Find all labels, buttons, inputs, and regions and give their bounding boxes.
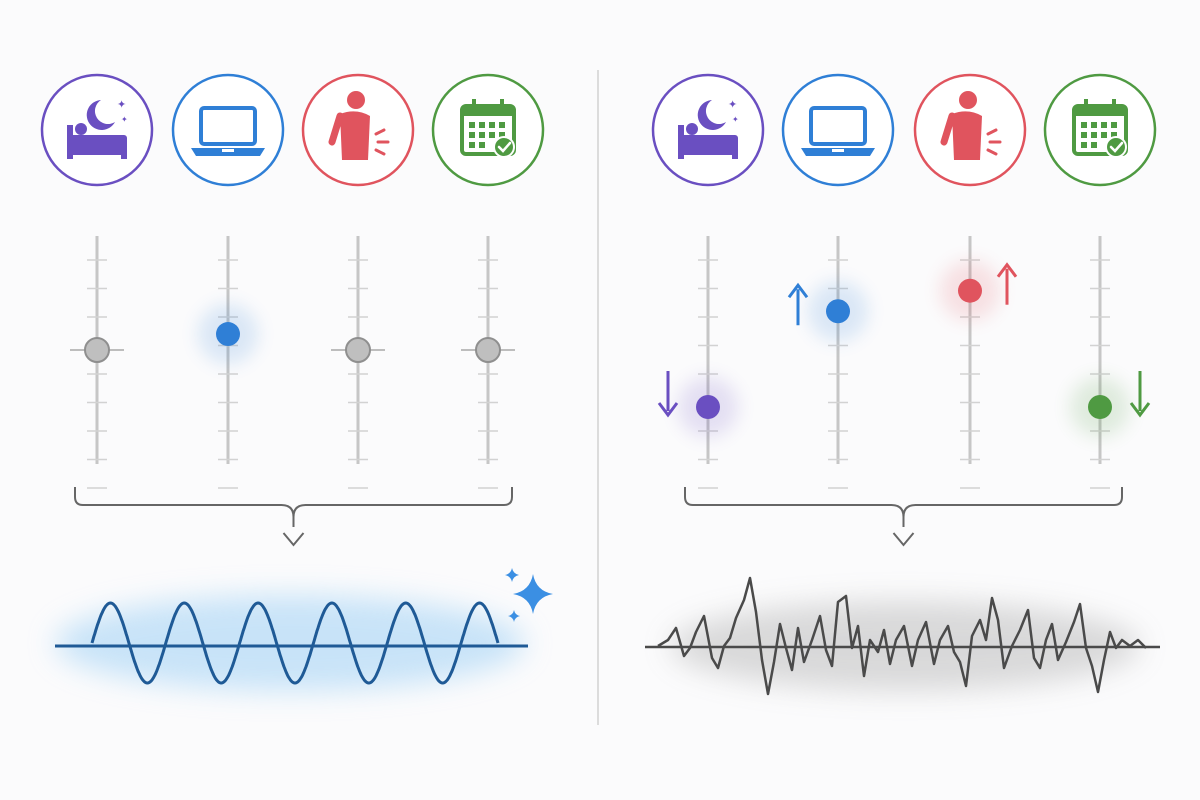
slider-sleep[interactable]: [657, 236, 738, 489]
arrow-down-icon: [892, 532, 915, 547]
back-pain-icon: [913, 73, 1027, 187]
sparkle-icon: [505, 568, 553, 622]
noise-wave: [657, 576, 1147, 696]
laptop-icon: [781, 73, 895, 187]
regular-waveform: [55, 595, 528, 691]
slider-knob[interactable]: [84, 337, 110, 363]
slider-knob[interactable]: [475, 337, 501, 363]
irregular-waveform: [645, 576, 1160, 696]
arrow-down-icon: [1129, 371, 1151, 418]
arrow-up-icon: [996, 262, 1018, 305]
svg-text:✦: ✦: [117, 98, 126, 111]
waveform-glow: [55, 595, 525, 691]
balanced-panel: ✦✦: [40, 73, 553, 691]
slider-schedule[interactable]: [1070, 236, 1151, 489]
slider-knob[interactable]: [696, 395, 720, 419]
slider-knob[interactable]: [216, 322, 240, 347]
svg-text:✦: ✦: [121, 115, 128, 124]
arrow-up-icon: [787, 282, 809, 326]
laptop-icon: [171, 73, 285, 187]
slider-knob[interactable]: [345, 337, 371, 363]
slider-work[interactable]: [198, 236, 258, 489]
slider-pain[interactable]: [331, 236, 385, 489]
slider-knob[interactable]: [1088, 395, 1112, 419]
svg-text:✦: ✦: [732, 115, 739, 124]
sine-wave: [90, 601, 500, 685]
arrow-down-icon: [282, 532, 305, 547]
calendar-check-icon: [431, 73, 545, 187]
slider-sleep[interactable]: [70, 236, 124, 489]
slider-knob[interactable]: [826, 299, 850, 324]
bed-moon-icon: ✦✦: [651, 73, 765, 187]
disrupted-panel: ✦✦: [645, 73, 1160, 696]
svg-text:✦: ✦: [728, 98, 737, 111]
bed-moon-icon: ✦✦: [40, 73, 154, 187]
slider-work[interactable]: [787, 236, 868, 489]
slider-schedule[interactable]: [461, 236, 515, 489]
slider-knob[interactable]: [958, 278, 982, 303]
arrow-down-icon: [657, 371, 679, 418]
slider-pain[interactable]: [940, 236, 1018, 489]
back-pain-icon: [301, 73, 415, 187]
combine-bracket: [74, 487, 513, 527]
calendar-check-icon: [1043, 73, 1157, 187]
combine-bracket: [684, 487, 1123, 527]
